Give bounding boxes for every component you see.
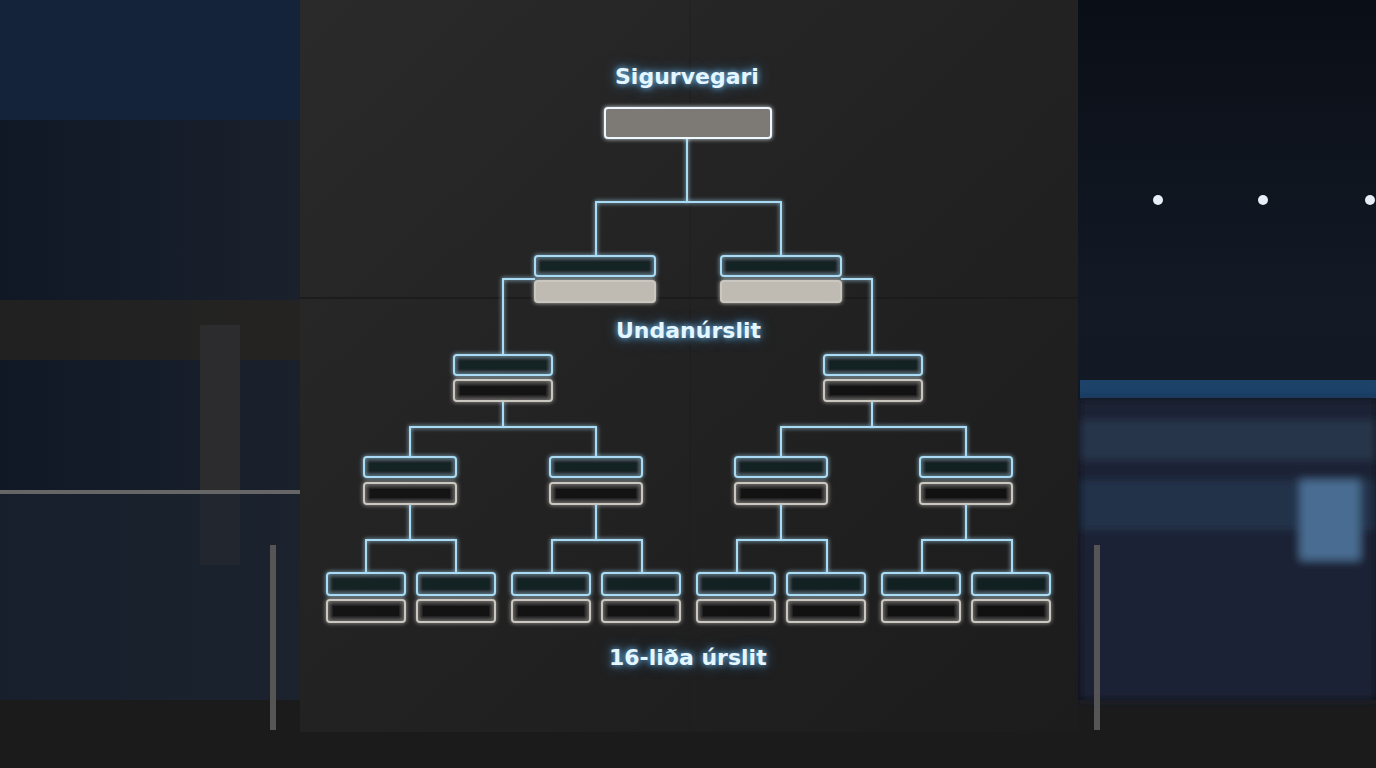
team-slot: [550, 483, 642, 504]
bracket-line: [737, 540, 827, 573]
bracket-line: [871, 401, 873, 427]
bracket-line: [686, 138, 688, 202]
bracket-line: [965, 504, 967, 540]
team-slot: [550, 457, 642, 477]
wall-seam: [300, 297, 1078, 299]
team-slot: [454, 355, 552, 375]
team-slot: [454, 380, 552, 401]
team-slot: [824, 355, 922, 375]
led-ribbon: [1080, 380, 1376, 398]
arena: [1076, 0, 1376, 700]
team-slot: [327, 600, 405, 622]
bracket-line: [841, 279, 872, 355]
team-slot: [824, 380, 922, 401]
spotlight: [1365, 195, 1375, 205]
team-slot: [920, 457, 1012, 477]
stanchion: [270, 545, 276, 730]
team-slot: [535, 256, 655, 276]
team-slot: [882, 600, 960, 622]
bracket-line: [552, 540, 642, 573]
team-slot: [735, 483, 827, 504]
bracket-line: [596, 202, 781, 255]
team-slot: [972, 573, 1050, 595]
round-title: Sigurvegari: [615, 64, 759, 89]
bracket-line: [595, 504, 597, 540]
team-slot: [972, 600, 1050, 622]
concrete-wall: [300, 0, 1078, 732]
winner-slot: [605, 108, 771, 138]
team-slot: [417, 573, 495, 595]
team-slot: [327, 573, 405, 595]
bracket-line: [781, 427, 966, 457]
bracket-line: [502, 401, 504, 427]
team-slot: [602, 600, 680, 622]
team-slot: [787, 600, 865, 622]
railing: [0, 490, 300, 494]
team-slot: [364, 483, 456, 504]
crowd: [1080, 400, 1376, 700]
team-slot: [602, 573, 680, 595]
bracket: [327, 108, 1050, 622]
team-slot: [512, 573, 590, 595]
team-slot: [364, 457, 456, 477]
bracket-line: [410, 427, 596, 457]
team-slot: [882, 573, 960, 595]
bracket-line: [366, 540, 456, 573]
team-slot: [721, 281, 841, 302]
team-slot: [920, 483, 1012, 504]
round-title: 16-liða úrslit: [609, 645, 767, 670]
team-slot: [735, 457, 827, 477]
round-title: Undanúrslit: [616, 318, 761, 343]
bracket-line: [780, 504, 782, 540]
team-slot: [697, 600, 775, 622]
team-slot: [697, 573, 775, 595]
team-slot: [535, 281, 655, 302]
ceiling-light-band: [0, 300, 300, 360]
bracket-line: [503, 279, 535, 355]
spotlight: [1258, 195, 1268, 205]
team-slot: [721, 256, 841, 276]
team-slot: [417, 600, 495, 622]
team-slot: [787, 573, 865, 595]
bracket-line: [922, 540, 1012, 573]
spotlight: [1153, 195, 1163, 205]
stanchion: [1094, 545, 1100, 730]
glass-balustrade: [0, 494, 300, 704]
lobby: [0, 0, 305, 768]
upper-balcony: [0, 0, 300, 120]
team-slot: [512, 600, 590, 622]
bracket-line: [409, 504, 411, 540]
